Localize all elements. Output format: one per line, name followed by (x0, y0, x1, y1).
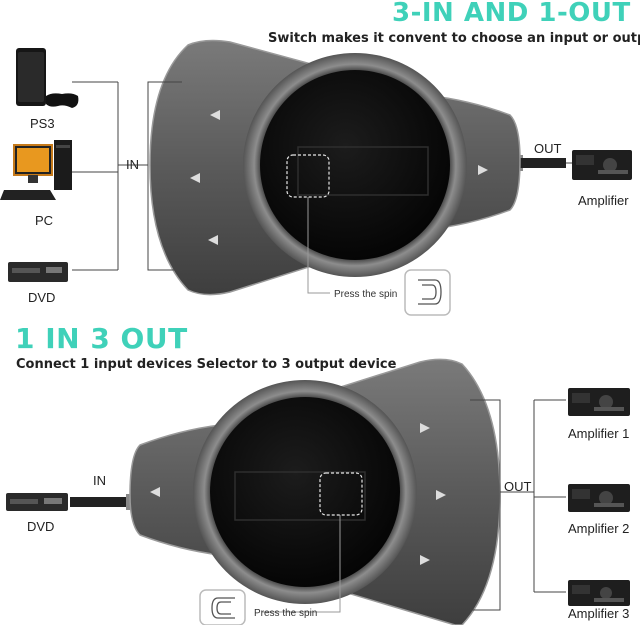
top-spin-highlight (286, 154, 330, 198)
top-amplifier-label: Amplifier (578, 193, 629, 208)
amplifier-1-label: Amplifier 1 (568, 426, 630, 441)
amplifier-3 (568, 580, 630, 606)
bottom-spin-highlight (319, 472, 363, 516)
bottom-knob (210, 397, 400, 587)
bottom-in-label: IN (93, 473, 106, 488)
ps3-console (16, 48, 79, 108)
top-spin-icon (404, 269, 451, 316)
bottom-dvd-player (6, 493, 68, 511)
top-knob (260, 70, 450, 260)
top-spin-hint: Press the spin (334, 289, 398, 300)
pc-computer (0, 140, 72, 200)
amplifier-2-label: Amplifier 2 (568, 521, 630, 536)
pc-label: PC (35, 213, 54, 228)
bottom-port-arrows (150, 423, 446, 565)
top-title: 3-IN AND 1-OUT (392, 0, 631, 28)
top-port-arrows (190, 110, 488, 245)
top-dvd-player (8, 262, 68, 282)
top-subtitle: Switch makes it convent to choose an inp… (268, 31, 640, 46)
top-dvd-label: DVD (28, 290, 56, 305)
top-amplifier (572, 150, 632, 180)
top-out-label: OUT (534, 141, 562, 156)
amplifier-3-label: Amplifier 3 (568, 606, 630, 621)
bottom-spin-icon (199, 589, 246, 625)
top-in-label: IN (126, 157, 139, 172)
bottom-subtitle: Connect 1 input devices Selector to 3 ou… (16, 357, 397, 372)
bottom-title: 1 IN 3 OUT (15, 322, 188, 355)
top-in-connectors (72, 81, 182, 271)
amplifier-2 (568, 484, 630, 512)
ps3-label: PS3 (30, 116, 55, 131)
bottom-out-label: OUT (504, 479, 532, 494)
bottom-out-connectors (470, 399, 566, 611)
bottom-dvd-label: DVD (27, 519, 55, 534)
amplifier-1 (568, 388, 630, 416)
bottom-spin-hint: Press the spin (254, 608, 318, 619)
